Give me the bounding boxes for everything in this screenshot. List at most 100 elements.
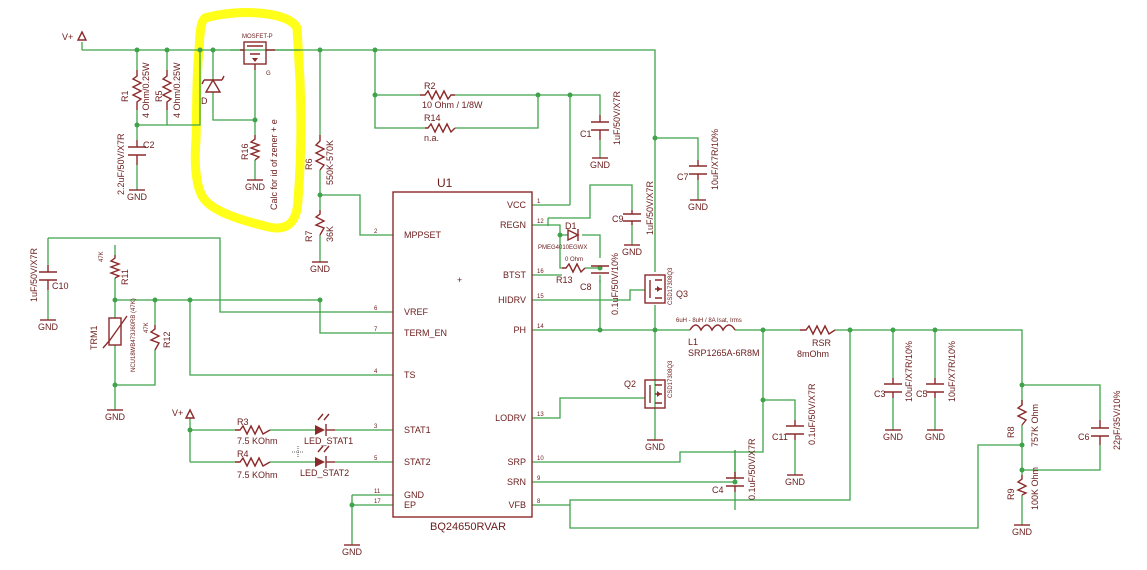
diode-d1 (567, 228, 580, 242)
ic-ref: U1 (437, 176, 453, 190)
svg-text:R3: R3 (237, 417, 249, 427)
svg-text:PMEG4010EGWX: PMEG4010EGWX (538, 245, 587, 251)
svg-text:R11: R11 (120, 269, 130, 285)
ground-symbol: GND (1012, 524, 1033, 537)
svg-text:C3: C3 (874, 389, 886, 399)
svg-text:R13: R13 (556, 275, 573, 285)
pin-name: SRN (507, 477, 526, 487)
svg-text:C9: C9 (612, 214, 624, 224)
pin-name: MPPSET (404, 230, 442, 240)
ground-symbol: GND (105, 409, 126, 422)
ic-part: BQ24650RVAR (430, 521, 506, 533)
svg-text:8mOhm: 8mOhm (797, 349, 829, 359)
resistors (109, 70, 1028, 496)
ground-symbol: GND (38, 319, 59, 332)
svg-text:4 Ohm/0.25W: 4 Ohm/0.25W (141, 62, 151, 118)
svg-text:R1: R1 (120, 90, 130, 102)
gnd-label: GND (1012, 527, 1033, 537)
pin-name: REGN (500, 220, 526, 230)
ground-symbol: GND (622, 244, 643, 257)
svg-text:LED_STAT1: LED_STAT1 (304, 436, 353, 446)
pin-name: LODRV (495, 413, 526, 423)
svg-text:0 Ohm: 0 Ohm (565, 257, 583, 263)
svg-text:LED_STAT2: LED_STAT2 (300, 468, 349, 478)
gnd-label: GND (342, 547, 363, 557)
pin-name: EP (404, 500, 416, 510)
gnd-label: GND (127, 192, 148, 202)
pin-number: 6 (374, 306, 378, 312)
pin-number: 9 (537, 476, 541, 482)
supply-vplus-top: V+ (62, 30, 88, 42)
svg-text:D1: D1 (565, 221, 577, 231)
svg-text:C2: C2 (143, 140, 155, 150)
gnd-label: GND (688, 202, 709, 212)
gnd-label: GND (105, 412, 126, 422)
svg-text:R8: R8 (1006, 426, 1016, 438)
pin-name: GND (404, 490, 425, 500)
svg-text:10uF/X7R/10%: 10uF/X7R/10% (947, 341, 957, 402)
svg-text:Q2: Q2 (624, 379, 636, 389)
supply-vplus-led: V+ (172, 408, 196, 419)
gnd-label: GND (925, 432, 946, 442)
pin-name: VFB (508, 500, 526, 510)
svg-text:C10: C10 (52, 281, 69, 291)
highlight-annotation (190, 8, 306, 233)
pin-number: 2 (374, 229, 378, 235)
svg-text:R16: R16 (240, 143, 250, 160)
svg-text:10uF/X7R/10%: 10uF/X7R/10% (710, 129, 720, 190)
gnd-label: GND (38, 322, 59, 332)
pin-number: 16 (537, 269, 544, 275)
svg-text:47K: 47K (99, 251, 105, 262)
transistor-q3 (644, 274, 666, 304)
pin-number: 17 (374, 499, 381, 505)
transistor-q2 (644, 379, 666, 409)
cursor-crosshair (292, 446, 304, 458)
svg-text:R2: R2 (424, 81, 436, 91)
svg-text:C7: C7 (677, 172, 689, 182)
ground-symbol: GND (688, 199, 709, 212)
pin-ep: 17 EP (374, 499, 416, 510)
pin-number: 3 (374, 424, 378, 430)
ground-symbol: GND (342, 544, 363, 557)
svg-text:D: D (201, 96, 208, 106)
svg-text:6uH - 8uH / 8A Isat, Irms: 6uH - 8uH / 8A Isat, Irms (676, 318, 742, 324)
pin-name: TERM_EN (404, 328, 447, 338)
svg-text:C1: C1 (580, 129, 592, 139)
gnd-label: GND (622, 247, 643, 257)
svg-text:n.a.: n.a. (424, 133, 439, 143)
ground-symbol: GND (245, 179, 266, 192)
mosfet-p: MOSFET-P G (240, 34, 275, 77)
ground-symbol: GND (645, 439, 666, 452)
svg-text:V+: V+ (172, 408, 183, 418)
led-stat1 (315, 413, 335, 436)
svg-text:1uF/50V/X7R: 1uF/50V/X7R (612, 90, 622, 145)
svg-text:R6: R6 (304, 158, 314, 170)
pin-mppset: 2 MPPSET (374, 229, 442, 240)
svg-text:36K: 36K (325, 226, 335, 242)
svg-text:C4: C4 (712, 485, 724, 495)
svg-text:C8: C8 (580, 282, 592, 292)
pin-name: SRP (507, 457, 526, 467)
pin-vfb: 8 VFB (508, 499, 541, 510)
ground-symbol: GND (127, 189, 148, 202)
pin-number: 8 (537, 499, 541, 505)
junction-dots (112, 47, 1025, 508)
pin-number: 11 (374, 489, 381, 495)
svg-text:Calc for id of zener + e: Calc for id of zener + e (269, 119, 279, 210)
svg-text:R9: R9 (1006, 488, 1016, 500)
svg-text:SRP1265A-6R8M: SRP1265A-6R8M (688, 348, 760, 358)
svg-text:2.2uF/50V/X7R: 2.2uF/50V/X7R (116, 133, 126, 195)
svg-text:CSD17308Q3: CSD17308Q3 (668, 267, 674, 305)
svg-text:1uF/50V/X7R: 1uF/50V/X7R (645, 180, 655, 235)
